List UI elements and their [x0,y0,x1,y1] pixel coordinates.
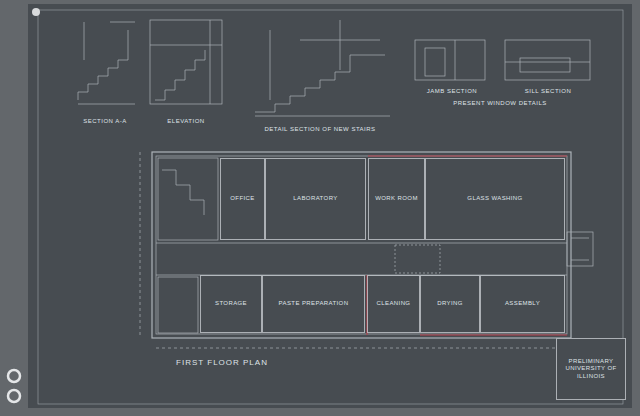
room: LABORATORY [265,158,366,240]
blueprint-line [78,104,135,105]
blueprint-line [567,232,593,266]
blueprint-line [255,116,390,117]
blueprint-line [210,20,211,104]
room-name: CLEANING [377,300,411,308]
blueprint-line [270,30,271,100]
blueprint-line [32,8,40,16]
blueprint-line [368,155,567,156]
blueprint-line [505,40,590,80]
room-name: PASTE PREPARATION [279,300,349,308]
blueprint-line [150,20,222,104]
blueprint-line [300,40,380,41]
blueprint-line [340,20,341,70]
title-text: UNIVERSITY OF ILLINOIS [560,365,622,380]
room-name: WORK ROOM [375,195,418,203]
blueprint-line [78,20,593,348]
room-name: STORAGE [215,300,247,308]
blueprint-line [162,170,204,215]
blueprint-line [156,156,567,334]
blueprint-line [150,45,222,46]
blueprint-line [455,40,456,80]
drawing-title: SILL SECTION [525,88,571,94]
room-name: LABORATORY [293,195,337,203]
blueprint-line [255,55,385,112]
room: GLASS WASHING [425,158,565,240]
blueprint-line [110,22,135,23]
blueprint-line [520,58,570,72]
drawing-title: DETAIL SECTION OF NEW STAIRS [264,126,375,132]
blueprint-line [420,334,567,335]
room: WORK ROOM [368,158,425,240]
room: OFFICE [220,158,265,240]
room: STORAGE [200,275,262,333]
blueprint-line [158,277,198,333]
room-name: OFFICE [230,195,254,203]
blueprint-line [425,48,445,76]
blueprint-line [571,238,589,239]
room: DRYING [420,275,480,333]
blueprint-line [155,50,205,100]
blueprint-line [156,243,567,244]
room: PASTE PREPARATION [262,275,365,333]
drawing-title: FIRST FLOOR PLAN [176,358,268,367]
blueprint-line [8,370,20,382]
room: ASSEMBLY [480,275,565,333]
blueprint-line [140,152,141,338]
room-name: DRYING [437,300,463,308]
blueprint-line [78,30,128,100]
blueprint-line [415,40,485,80]
drawing-title: ELEVATION [167,118,204,124]
drawing-title: PRESENT WINDOW DETAILS [453,100,546,106]
drawing-title: SECTION A-A [83,118,127,124]
blueprint-line [158,158,218,240]
blueprint-line [156,348,567,349]
blueprint-line [505,62,590,63]
drawing-title: JAMB SECTION [427,88,477,94]
room: CLEANING [367,275,420,333]
title-text: PRELIMINARY [569,358,614,366]
title-block: PRELIMINARYUNIVERSITY OF ILLINOIS [556,338,626,400]
blueprint-line [571,260,589,261]
blueprint-line [28,4,632,408]
room-name: GLASS WASHING [467,195,522,203]
blueprint-line [84,22,85,60]
blueprint-line [8,390,20,402]
blueprint-line [152,152,571,338]
blueprint-line [38,10,623,404]
blueprint-line [395,245,440,273]
blueprint-line [367,156,567,335]
room-name: ASSEMBLY [505,300,540,308]
